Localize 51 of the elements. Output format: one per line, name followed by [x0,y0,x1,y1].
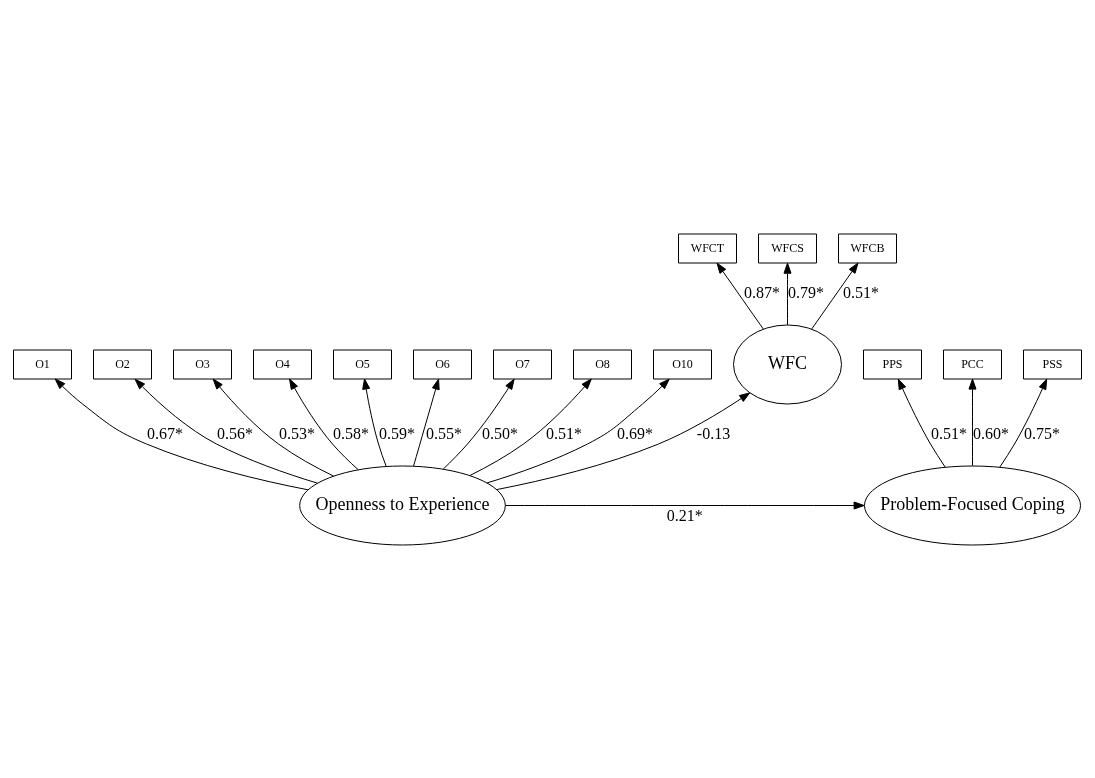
edge-label: 0.79* [788,283,824,301]
edge-label: 0.75* [1024,424,1060,442]
arrow [54,378,309,490]
node-ellipse: Openness to Experience [299,465,506,545]
arrow [504,501,865,509]
node-box: PCC [943,349,1002,379]
node-box: O7 [493,349,552,379]
node-box: O4 [253,349,312,379]
node-box: O1 [13,349,72,379]
arrow [486,378,670,483]
arrow [811,262,859,329]
edge-label: 0.69* [617,424,653,442]
node-box: WFCB [838,233,897,263]
arrow [496,391,751,490]
node-box: O5 [333,349,392,379]
edge-label: 0.59* [379,424,415,442]
edge-label: 0.87* [744,283,780,301]
edge-label: 0.56* [217,424,253,442]
node-box: WFCS [758,233,817,263]
arrow [413,378,440,467]
arrow [442,378,515,469]
arrow [897,378,946,467]
edge-label: 0.58* [333,424,369,442]
node-box: O2 [93,349,152,379]
arrow [716,262,764,329]
edge-label: 0.60* [973,424,1009,442]
edge-label: 0.51* [931,424,967,442]
node-box: O6 [413,349,472,379]
node-box: PSS [1023,349,1082,379]
edge-label: 0.53* [279,424,315,442]
edge-label: 0.21* [666,506,703,524]
edge-label: 0.51* [546,424,582,442]
edge-label: -0.13 [696,424,731,442]
node-box: O8 [573,349,632,379]
node-box: O10 [653,349,712,379]
node-ellipse: Problem-Focused Coping [864,465,1081,545]
arrow [999,378,1048,467]
arrow [783,262,792,325]
edge-label: 0.55* [426,424,462,442]
edge-label: 0.50* [482,424,518,442]
arrow [134,378,318,484]
arrow [212,378,334,477]
node-box: PPS [863,349,922,379]
arrow [469,378,592,476]
node-box: WFCT [678,233,737,263]
arrow [289,378,359,470]
node-box: O3 [173,349,232,379]
edge-label: 0.67* [147,424,183,442]
arrow [362,378,387,467]
arrow [968,378,977,466]
edge-label: 0.51* [843,283,879,301]
